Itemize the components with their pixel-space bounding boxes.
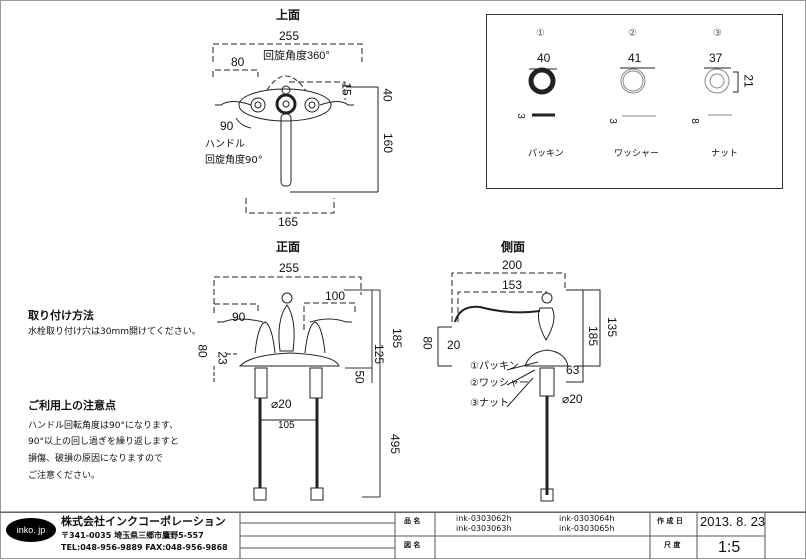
- callout-nut: ③ナット: [470, 398, 509, 409]
- dim-left-handle: 90: [232, 310, 246, 324]
- dim-side-185: 185: [586, 325, 601, 347]
- rotation-label: 回旋角度360°: [263, 50, 330, 62]
- part-3-thickness: 8: [688, 118, 700, 124]
- dim-shank: 50: [352, 370, 367, 384]
- dim-spout-reach: 153: [502, 278, 523, 292]
- dim-spout-offset: 15: [339, 82, 354, 96]
- product-code-3: ink-0303063h: [456, 524, 512, 533]
- part-2-name: ワッシャー: [614, 149, 660, 159]
- dim-handle-angle: 90: [220, 119, 234, 133]
- caution-line-4: ご注意ください。: [28, 471, 101, 481]
- part-num-2: ②: [628, 28, 637, 39]
- front-view-drawing: [213, 276, 381, 501]
- dim-base-height: 23: [215, 351, 230, 365]
- product-code-1: ink-0303062h: [456, 514, 512, 523]
- product-code-2: ink-0303064h: [559, 514, 615, 523]
- dim-center-span: 165: [278, 215, 299, 229]
- scale-value: 1:5: [718, 539, 741, 556]
- product-code-4: ink-0303065h: [559, 524, 615, 533]
- caution-line-3: 損傷、破損の原因になりますので: [28, 454, 164, 464]
- date-value: 2013. 8. 23: [700, 514, 766, 529]
- front-view-title: 正面: [276, 240, 301, 254]
- dim-handle-height: 80: [195, 344, 210, 358]
- dim-side-diameter: ⌀20: [562, 392, 583, 406]
- dim-front-width: 255: [279, 261, 300, 275]
- dim-spout-length: 160: [381, 132, 396, 154]
- install-text: 水栓取り付け穴は30mm開けてください。: [28, 327, 201, 337]
- dim-hose-length: 495: [388, 433, 403, 455]
- dim-side-depth: 200: [502, 258, 523, 272]
- dim-top-width: 255: [279, 29, 300, 43]
- part-1-name: パッキン: [528, 149, 564, 159]
- scale-label: 尺 度: [664, 541, 681, 549]
- company-address: 〒341-0035 埼玉県三郷市鷹野5-557: [61, 531, 204, 540]
- side-view-drawing: [437, 272, 601, 502]
- dim-height-125: 125: [372, 343, 387, 365]
- dim-handle-offset: 80: [231, 55, 245, 69]
- date-label: 作 成 日: [657, 517, 683, 525]
- dim-depth-top: 40: [380, 88, 395, 102]
- dim-diameter: ⌀20: [271, 397, 292, 411]
- part-1-diameter: 40: [537, 51, 551, 65]
- dim-height-185: 185: [390, 327, 405, 349]
- part-1-thickness: 3: [514, 113, 526, 119]
- part-2-diameter: 41: [628, 51, 642, 65]
- part-3-diameter: 37: [709, 51, 723, 65]
- product-name-label: 品 名: [404, 517, 421, 525]
- dim-spout-dia: 20: [447, 338, 461, 352]
- install-heading: 取り付け方法: [28, 309, 94, 322]
- dim-right-handle: 100: [325, 289, 346, 303]
- callout-washer: ②ワッシャー: [470, 378, 529, 389]
- side-view-title: 側面: [501, 240, 526, 254]
- part-3-inner: 21: [741, 74, 756, 88]
- dim-side-135: 135: [605, 316, 620, 338]
- part-num-1: ①: [536, 28, 545, 39]
- parts-drawings: [528, 67, 739, 117]
- company-contact: TEL:048-956-9889 FAX:048-956-9868: [61, 543, 228, 552]
- caution-line-1: ハンドル回転角度は90°になります、: [28, 421, 179, 431]
- company-logo: inko. jp: [6, 518, 56, 542]
- callout-packing: ①パッキン: [470, 361, 519, 372]
- dim-base-dia: 63: [566, 363, 580, 377]
- top-view-title: 上面: [276, 8, 301, 22]
- handle-rotation-label: 回旋角度90°: [205, 155, 263, 166]
- dim-hole-pitch: 105: [278, 420, 295, 431]
- part-3-name: ナット: [711, 149, 739, 159]
- company-name: 株式会社インクコーポレーション: [61, 515, 226, 528]
- top-view-drawing: [212, 43, 379, 214]
- parts-panel: ① 40 3 パッキン ② 41 3 ワッシャー ③ 37 21 8 ナット: [486, 14, 783, 189]
- dim-spout-height: 80: [420, 336, 435, 350]
- caution-line-2: 90°以上の回し過ぎを繰り返しますと: [28, 437, 179, 447]
- handle-label: ハンドル: [205, 139, 245, 150]
- part-2-thickness: 3: [606, 118, 618, 124]
- title-block: [0, 512, 806, 560]
- drawing-name-label: 図 名: [404, 541, 421, 549]
- part-num-3: ③: [713, 28, 722, 39]
- caution-heading: ご利用上の注意点: [28, 399, 116, 412]
